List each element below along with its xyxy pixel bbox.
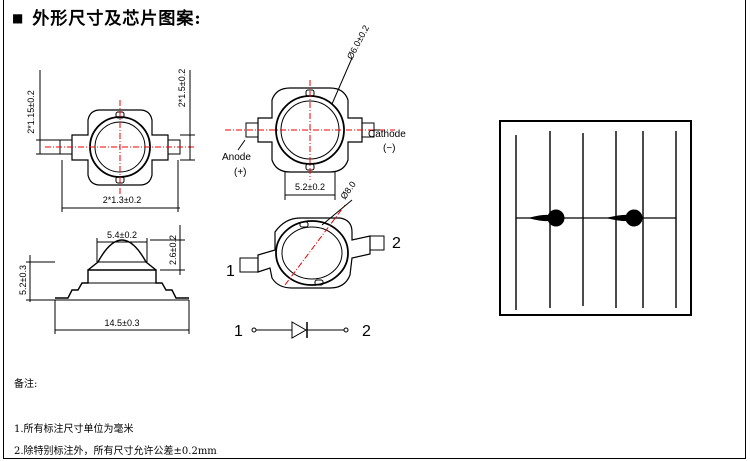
note-item-2: 2.除特别标注外，所有尺寸允许公差±0.2mm (14, 446, 217, 457)
iso-pin-2: 2 (392, 235, 401, 252)
drawing-frame (3, 0, 746, 459)
iso-pin-1: 1 (226, 263, 235, 280)
iso-view-diameter: Ø8.0 (338, 179, 357, 201)
diode-pin-1: 1 (234, 323, 243, 340)
polarity-view-width: 5.2±0.2 (295, 182, 325, 192)
diode-pin-2: 2 (362, 323, 371, 340)
side-view (26, 225, 190, 334)
side-view-lens-width: 5.4±0.2 (107, 230, 137, 240)
chip-pattern (499, 120, 692, 316)
iso-view (239, 199, 385, 289)
top-view-dim-bottom: 2*1.3±0.2 (103, 195, 141, 205)
page-title: ■ 外形尺寸及芯片图案: (12, 4, 202, 29)
title-text: 外形尺寸及芯片图案: (32, 9, 202, 29)
top-view-dim-right: 2*1.5±0.2 (177, 69, 187, 107)
anode-label: Anode (222, 152, 251, 163)
polarity-view-diameter: Ø6.0±0.2 (345, 24, 371, 61)
cathode-sign: (−) (383, 143, 396, 154)
top-view-dim-left: 2*1.15±0.2 (26, 90, 36, 133)
side-view-height-right: 2.6±0.2 (168, 235, 178, 265)
anode-sign: (+) (234, 167, 247, 178)
side-view-height-left: 5.2±0.3 (18, 265, 28, 295)
cathode-label: Cathode (368, 129, 406, 140)
side-view-total-width: 14.5±0.3 (105, 318, 140, 328)
note-item-1: 1.所有标注尺寸单位为毫米 (14, 424, 134, 435)
notes-heading: 备注: (14, 379, 38, 390)
polarity-view (225, 57, 395, 200)
diode-symbol (251, 321, 349, 339)
top-view (36, 70, 195, 212)
square-bullet-icon: ■ (12, 11, 25, 25)
